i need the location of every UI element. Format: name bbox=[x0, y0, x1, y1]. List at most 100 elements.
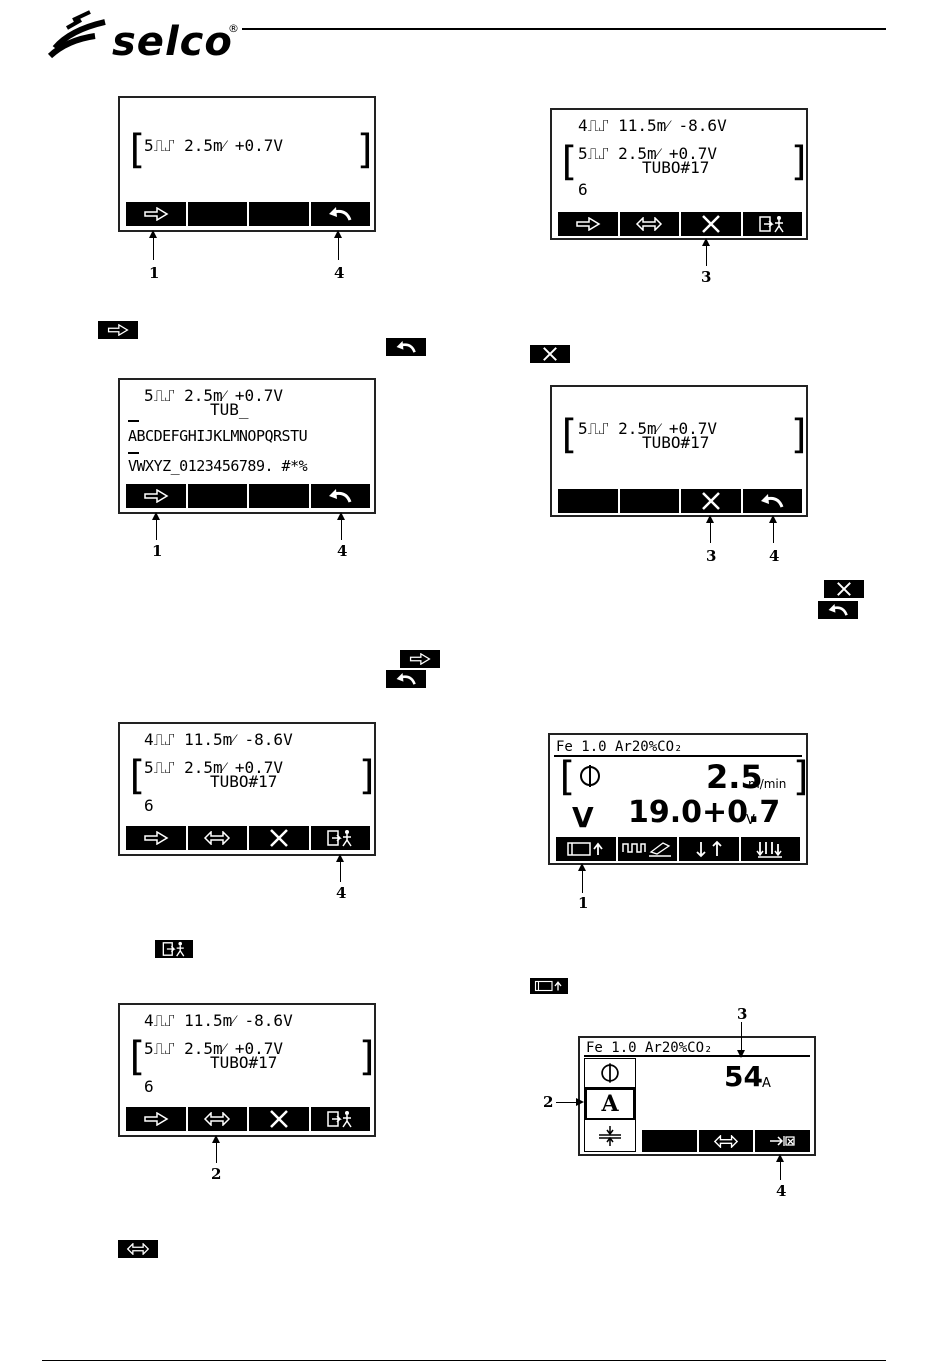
lcd-panel-7: 4⎍⑀ 11.5m⁄ -8.6V [ 5⎍⑀ 2.5m⁄ +0.7V TUBO#… bbox=[118, 1003, 380, 1137]
callout-number: 1 bbox=[152, 542, 163, 560]
softkey-exit[interactable] bbox=[310, 1107, 370, 1131]
softkey-swap[interactable] bbox=[187, 826, 247, 850]
enter-arrow-icon bbox=[144, 831, 169, 845]
mode-current-letter: A bbox=[601, 1091, 619, 1117]
softkey-updown[interactable] bbox=[679, 837, 739, 861]
softkey-enter[interactable] bbox=[126, 484, 186, 508]
callout-number: 4 bbox=[769, 547, 780, 565]
softkey-program[interactable] bbox=[617, 837, 677, 861]
softkey-back[interactable] bbox=[310, 484, 370, 508]
delete-chip bbox=[824, 580, 864, 598]
callout-number: 4 bbox=[337, 542, 348, 560]
mode-thickness-cell[interactable] bbox=[585, 1121, 635, 1151]
softkey-bar bbox=[558, 212, 802, 236]
softkey-swap[interactable] bbox=[698, 1130, 754, 1152]
wire-speed-value: 2.5 bbox=[706, 758, 763, 796]
softkey-delete[interactable] bbox=[249, 826, 309, 850]
undo-arrow-icon bbox=[396, 673, 416, 685]
callout-arrow bbox=[576, 1098, 584, 1106]
softkey-menu[interactable] bbox=[556, 837, 616, 861]
softkey-bar bbox=[556, 837, 800, 861]
softkey-delete[interactable] bbox=[681, 212, 741, 236]
selco-logo-mark-icon bbox=[47, 10, 106, 59]
footer-rule bbox=[42, 1360, 886, 1361]
bracket-right: ] bbox=[788, 412, 813, 458]
program-name: TUBO#17 bbox=[210, 1053, 278, 1072]
thickness-icon bbox=[599, 1126, 621, 1146]
softkey-weld-mode[interactable] bbox=[740, 837, 800, 861]
delete-x-icon bbox=[701, 215, 720, 233]
callout-number: 3 bbox=[706, 547, 717, 565]
callout-arrow bbox=[337, 512, 345, 520]
softkey-enter[interactable] bbox=[126, 202, 186, 226]
softkey-blank[interactable] bbox=[642, 1130, 697, 1152]
char-row-2: VWXYZ_0123456789. #*% bbox=[128, 457, 308, 475]
softkey-exit[interactable] bbox=[310, 826, 370, 850]
delete-chip bbox=[530, 345, 570, 363]
weld-mode-icon bbox=[756, 842, 783, 858]
program-line-next: 6 bbox=[144, 1077, 154, 1096]
bracket-right: ] bbox=[356, 1034, 381, 1080]
callout-number: 1 bbox=[149, 264, 160, 282]
softkey-delete[interactable] bbox=[681, 489, 741, 513]
voltage-value: 19.0+0.7 bbox=[628, 795, 781, 830]
lcd-panel-4: [ 5⎍⑀ 2.5m⁄ +0.7V TUBO#17 ] bbox=[550, 385, 812, 517]
enter-arrow-icon bbox=[144, 489, 169, 503]
program-line-prev: 4⎍⑀ 11.5m⁄ -8.6V bbox=[144, 1011, 293, 1030]
callout-arrow bbox=[706, 515, 714, 523]
softkey-delete[interactable] bbox=[249, 1107, 309, 1131]
callout-line bbox=[156, 518, 157, 540]
swap-arrow-icon bbox=[126, 1243, 150, 1255]
softkey-blank[interactable] bbox=[249, 484, 309, 508]
softkey-enter[interactable] bbox=[558, 212, 618, 236]
softkey-enter[interactable] bbox=[126, 826, 186, 850]
callout-arrow bbox=[769, 515, 777, 523]
softkey-blank[interactable] bbox=[187, 202, 247, 226]
bracket-right: ] bbox=[790, 754, 815, 800]
softkey-back[interactable] bbox=[310, 202, 370, 226]
softkey-bar bbox=[126, 484, 370, 508]
softkey-swap[interactable] bbox=[187, 1107, 247, 1131]
callout-line bbox=[780, 1160, 781, 1180]
callout-line bbox=[556, 1102, 578, 1103]
delete-x-icon bbox=[701, 492, 720, 510]
program-line-next: 6 bbox=[144, 796, 154, 815]
callout-number: 4 bbox=[776, 1182, 787, 1200]
program-line-next: 6 bbox=[578, 180, 588, 199]
softkey-blank[interactable] bbox=[187, 484, 247, 508]
undo-arrow-icon bbox=[329, 207, 352, 221]
enter-arrow-icon bbox=[576, 217, 601, 231]
softkey-swap[interactable] bbox=[619, 212, 679, 236]
undo-arrow-icon bbox=[761, 494, 784, 508]
softkey-close[interactable] bbox=[755, 1130, 811, 1152]
program-line: 5⎍⑀ 2.5m⁄ +0.7V bbox=[578, 419, 718, 438]
process-header: Fe 1.0 Ar20%CO₂ bbox=[586, 1040, 713, 1056]
softkey-blank[interactable] bbox=[249, 202, 309, 226]
bracket-right: ] bbox=[354, 127, 379, 173]
header-rule bbox=[242, 28, 886, 30]
enter-arrow-icon bbox=[409, 653, 431, 665]
bracket-left: [ bbox=[124, 127, 149, 173]
softkey-blank[interactable] bbox=[558, 489, 618, 513]
swap-chip bbox=[118, 1240, 158, 1258]
enter-chip bbox=[98, 321, 138, 339]
back-chip bbox=[386, 670, 426, 688]
softkey-enter[interactable] bbox=[126, 1107, 186, 1131]
bracket-left: [ bbox=[124, 1034, 149, 1080]
lcd-panel-8: Fe 1.0 Ar20%CO₂ A 54 A bbox=[578, 1036, 816, 1156]
delete-x-icon bbox=[837, 582, 851, 596]
callout-arrow bbox=[336, 854, 344, 862]
mode-current-cell[interactable]: A bbox=[585, 1088, 635, 1120]
char-row-1: ABCDEFGHIJKLMNOPQRSTU bbox=[128, 427, 308, 445]
callout-line bbox=[706, 244, 707, 266]
enter-chip bbox=[400, 650, 440, 668]
softkey-blank[interactable] bbox=[619, 489, 679, 513]
undo-arrow-icon bbox=[396, 341, 416, 353]
exit-person-icon bbox=[327, 1111, 352, 1128]
mode-wire-cell[interactable] bbox=[585, 1059, 635, 1088]
undo-arrow-icon bbox=[828, 604, 848, 616]
softkey-back[interactable] bbox=[742, 489, 802, 513]
softkey-exit[interactable] bbox=[742, 212, 802, 236]
callout-line bbox=[338, 236, 339, 260]
program-line-current: 5⎍⑀ 2.5m⁄ +0.7V bbox=[144, 1039, 284, 1058]
